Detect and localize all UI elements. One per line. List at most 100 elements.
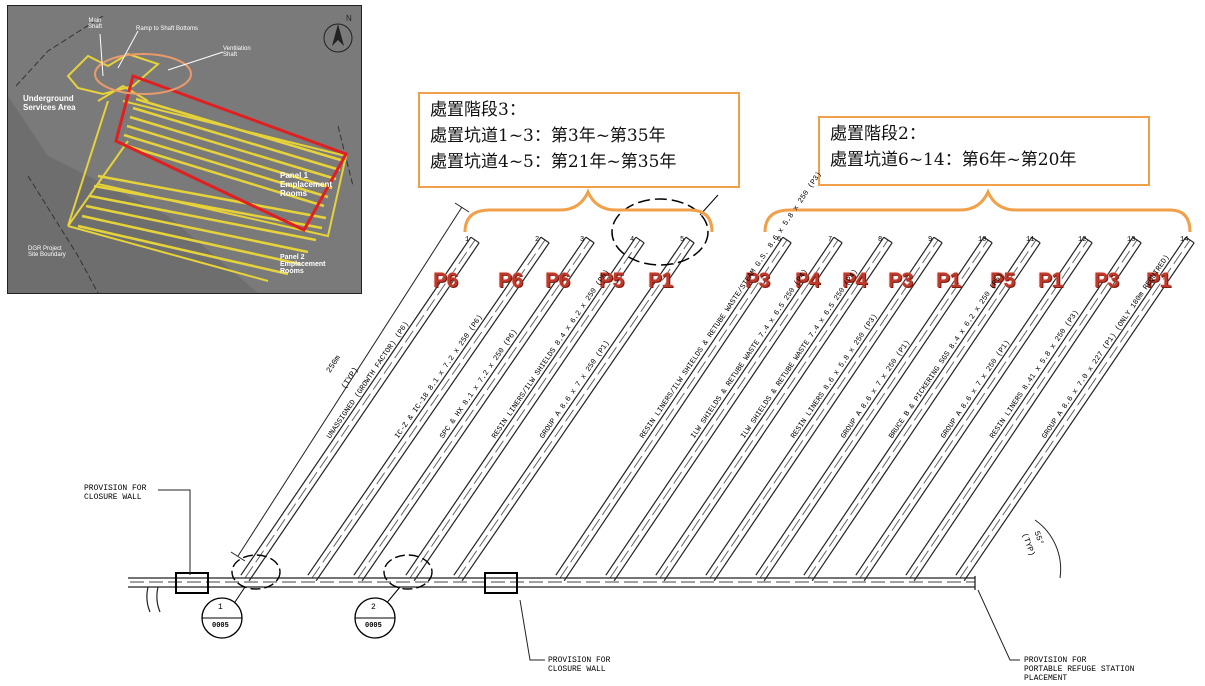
emplacement-room-tunnel xyxy=(863,242,1093,582)
stage3-title: 處置階段3： xyxy=(430,100,526,120)
phase-tag: P6 xyxy=(545,269,570,292)
emplacement-room-tunnel xyxy=(563,242,792,582)
stage2-title: 處置階段2： xyxy=(830,124,926,144)
refuge-station-label: PROVISION FOR PORTABLE REFUGE STATION PL… xyxy=(1024,656,1135,683)
phase-tag: P4 xyxy=(795,269,820,292)
room-number: 11 xyxy=(1026,236,1035,244)
emplacement-room-tunnel xyxy=(713,242,943,582)
emplacement-room-tunnel xyxy=(663,242,893,582)
emplacement-room-tunnel xyxy=(311,239,546,579)
stage3-line1: 處置坑道1~3：第3年~第35年 xyxy=(430,126,666,146)
emplacement-room-tunnel xyxy=(540,236,550,244)
emplacement-room-tunnel xyxy=(1185,236,1195,244)
emplacement-room-tunnel xyxy=(244,239,476,579)
emplacement-room-tunnel xyxy=(1083,236,1093,244)
phase-tag: P5 xyxy=(599,269,624,292)
emplacement-room-tunnel xyxy=(959,239,1191,579)
emplacement-room-tunnel xyxy=(685,236,695,244)
emplacement-room-tunnel xyxy=(453,236,687,576)
emplacement-room-tunnel xyxy=(635,236,645,244)
emplacement-room-tunnel xyxy=(613,242,843,582)
emplacement-room-tunnel xyxy=(240,236,472,576)
room-number: 2 xyxy=(535,236,540,244)
emplacement-room-tunnel xyxy=(555,236,784,576)
inset-label-underground: Underground Services Area xyxy=(23,94,76,112)
phase-tag: P1 xyxy=(1038,269,1063,292)
phase-tag: P6 xyxy=(498,269,523,292)
repository-overview-inset: Main Shaft Ramp to Shaft Bottoms Ventila… xyxy=(7,5,362,294)
closure-wall-label-left: PROVISION FOR CLOSURE WALL xyxy=(84,484,147,502)
phase-tag: P5 xyxy=(990,269,1015,292)
room-number: 3 xyxy=(580,236,585,244)
emplacement-room-tunnel xyxy=(1132,236,1142,244)
emplacement-room-tunnel xyxy=(461,242,695,582)
room-number: 8 xyxy=(878,236,883,244)
emplacement-room-tunnel xyxy=(807,239,1037,579)
emplacement-room-tunnel xyxy=(1031,236,1041,244)
phase-tag: P3 xyxy=(888,269,913,292)
emplacement-room-tunnel xyxy=(413,242,645,582)
inset-label-panel2: Panel 2 Emplacement Rooms xyxy=(280,254,326,275)
emplacement-room-tunnel xyxy=(909,239,1138,579)
emplacement-room-tunnel xyxy=(585,236,595,244)
emplacement-room-tunnel xyxy=(883,236,893,244)
emplacement-room-tunnel xyxy=(307,236,542,576)
closure-wall-label-bottom: PROVISION FOR CLOSURE WALL xyxy=(548,656,611,674)
emplacement-room-tunnel xyxy=(315,242,550,582)
room-number: 13 xyxy=(1127,236,1136,244)
room-number: 14 xyxy=(1180,236,1189,244)
emplacement-room-tunnel xyxy=(559,239,788,579)
detail-2-number: 2 xyxy=(371,603,376,612)
room-number: 12 xyxy=(1078,236,1087,244)
emplacement-room-tunnel xyxy=(609,239,839,579)
room-number: 7 xyxy=(828,236,833,244)
room-number: 5 xyxy=(680,236,685,244)
inset-label-boundary: DGR Project Site Boundary xyxy=(28,246,66,258)
stage3-callout: 處置階段3： 處置坑道1~3：第3年~第35年 處置坑道4~5：第21年~第35… xyxy=(418,92,740,188)
emplacement-room-tunnel xyxy=(759,239,989,579)
phase-tag: P3 xyxy=(1094,269,1119,292)
emplacement-room-tunnel xyxy=(983,236,993,244)
emplacement-room-tunnel xyxy=(955,236,1187,576)
phase-tag: P1 xyxy=(1146,269,1171,292)
emplacement-room-tunnel xyxy=(933,236,943,244)
inset-drawing xyxy=(8,6,361,293)
emplacement-room-tunnel xyxy=(905,236,1134,576)
emplacement-room-tunnel xyxy=(659,239,889,579)
emplacement-room-tunnel xyxy=(705,236,935,576)
north-arrow-label: N xyxy=(346,14,352,23)
detail-2-ref: 0005 xyxy=(365,622,382,630)
emplacement-room-tunnel xyxy=(361,242,595,582)
emplacement-room-tunnel xyxy=(709,239,939,579)
phase-tag: P3 xyxy=(745,269,770,292)
emplacement-room-tunnel xyxy=(803,236,1033,576)
emplacement-room-tunnel xyxy=(782,236,792,244)
emplacement-room-tunnel xyxy=(811,242,1041,582)
room-number: 6 xyxy=(777,236,782,244)
phase-tag: P6 xyxy=(433,269,458,292)
detail-1-number: 1 xyxy=(218,603,223,612)
emplacement-room-tunnel xyxy=(409,239,641,579)
stage2-callout: 處置階段2： 處置坑道6~14：第6年~第20年 xyxy=(818,116,1150,186)
room-number: 4 xyxy=(630,236,635,244)
emplacement-room-tunnel xyxy=(833,236,843,244)
phase-tag: P4 xyxy=(842,269,867,292)
emplacement-room-tunnel xyxy=(963,242,1195,582)
room-number: 1 xyxy=(465,236,470,244)
emplacement-room-tunnel xyxy=(859,239,1089,579)
emplacement-room-tunnel xyxy=(248,242,480,582)
stage3-line2: 處置坑道4~5：第21年~第35年 xyxy=(430,152,677,172)
emplacement-room-tunnel xyxy=(655,236,885,576)
room-number: 10 xyxy=(978,236,987,244)
emplacement-room-tunnel xyxy=(755,236,985,576)
stage2-line1: 處置坑道6~14：第6年~第20年 xyxy=(830,150,1077,170)
emplacement-room-tunnel xyxy=(357,239,591,579)
room-number: 9 xyxy=(928,236,933,244)
emplacement-room-tunnel xyxy=(605,236,835,576)
emplacement-room-tunnel xyxy=(405,236,637,576)
inset-label-main-shaft: Main Shaft xyxy=(88,18,103,30)
detail-1-ref: 0005 xyxy=(212,622,229,630)
emplacement-room-tunnel xyxy=(470,236,480,244)
